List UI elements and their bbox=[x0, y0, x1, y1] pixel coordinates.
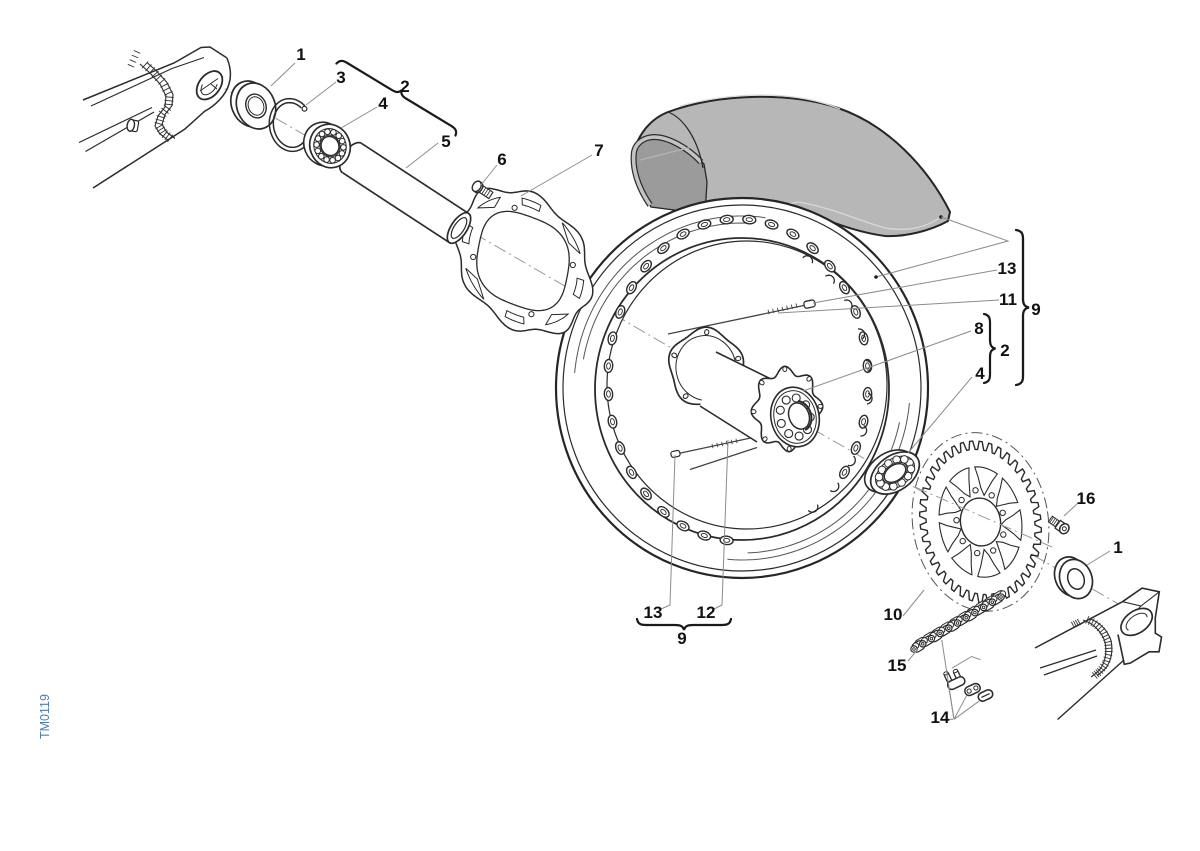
svg-text:7: 7 bbox=[594, 141, 603, 160]
svg-text:13: 13 bbox=[644, 603, 663, 622]
svg-text:12: 12 bbox=[697, 603, 716, 622]
svg-text:15: 15 bbox=[888, 656, 907, 675]
svg-text:1: 1 bbox=[1113, 538, 1122, 557]
svg-text:TM0119: TM0119 bbox=[38, 694, 52, 739]
svg-text:9: 9 bbox=[677, 629, 686, 648]
svg-text:2: 2 bbox=[400, 77, 409, 96]
svg-text:4: 4 bbox=[378, 94, 388, 113]
svg-text:13: 13 bbox=[998, 259, 1017, 278]
svg-text:2: 2 bbox=[1000, 341, 1009, 360]
svg-text:11: 11 bbox=[999, 290, 1017, 309]
svg-text:8: 8 bbox=[974, 319, 983, 338]
svg-text:4: 4 bbox=[975, 364, 985, 383]
svg-text:9: 9 bbox=[1031, 300, 1040, 319]
svg-text:1: 1 bbox=[296, 45, 305, 64]
svg-text:3: 3 bbox=[336, 68, 345, 87]
svg-text:10: 10 bbox=[884, 605, 903, 624]
svg-text:16: 16 bbox=[1077, 489, 1096, 508]
svg-text:5: 5 bbox=[441, 132, 450, 151]
svg-text:14: 14 bbox=[931, 708, 950, 727]
svg-text:6: 6 bbox=[497, 150, 506, 169]
